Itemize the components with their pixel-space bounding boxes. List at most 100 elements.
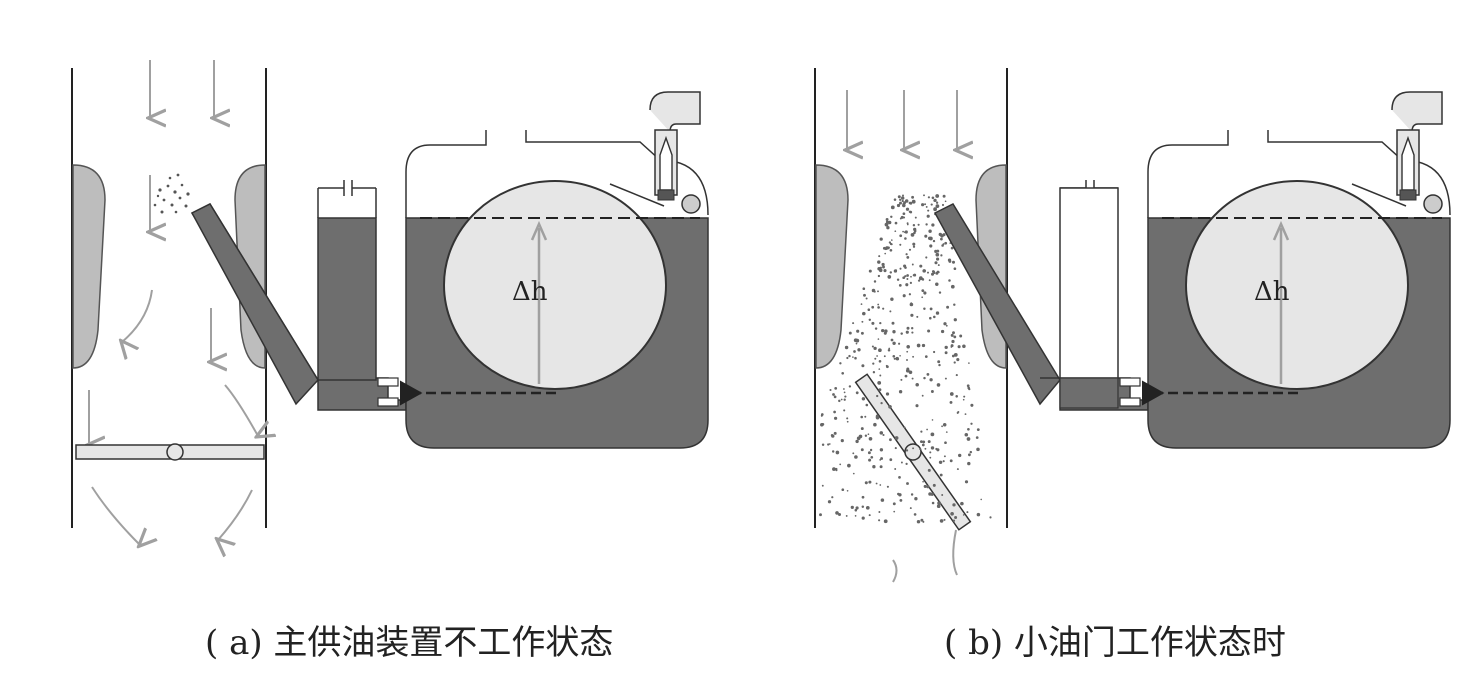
mist-droplet xyxy=(860,427,864,431)
throttle-shaft xyxy=(166,443,184,461)
mist-droplet xyxy=(923,307,926,311)
mist-droplet xyxy=(931,419,934,421)
spray-dots xyxy=(153,173,190,214)
mist-droplet xyxy=(949,400,953,404)
mist-droplet xyxy=(854,356,857,360)
mist-droplet xyxy=(989,516,992,519)
mist-droplet xyxy=(910,313,914,317)
mist-droplet xyxy=(923,484,927,488)
mist-droplet xyxy=(861,364,865,368)
mist-droplet xyxy=(864,434,868,437)
mist-droplet xyxy=(845,514,848,517)
mist-droplet xyxy=(912,447,915,450)
mist-droplet xyxy=(922,269,926,273)
mist-droplet xyxy=(906,345,910,349)
mist-droplet xyxy=(953,353,958,357)
mist-droplet xyxy=(860,415,863,419)
mist-droplet xyxy=(865,297,868,300)
mist-droplet xyxy=(864,415,867,418)
mist-droplet xyxy=(854,508,858,512)
mist-droplet xyxy=(871,288,876,293)
mist-droplet xyxy=(954,516,958,519)
mist-droplet xyxy=(879,448,884,452)
mist-droplet xyxy=(887,220,892,225)
mist-droplet xyxy=(873,346,877,351)
mist-droplet xyxy=(942,243,945,246)
mist-droplet xyxy=(883,269,887,273)
mist-droplet xyxy=(957,345,961,349)
mist-droplet xyxy=(916,315,919,318)
mist-droplet xyxy=(910,493,914,496)
mist-droplet xyxy=(871,305,875,309)
mist-droplet xyxy=(922,440,926,444)
mist-droplet xyxy=(927,209,930,212)
mist-droplet xyxy=(941,203,945,207)
mist-droplet xyxy=(929,456,932,459)
mist-droplet xyxy=(946,305,950,309)
mist-droplet xyxy=(949,459,953,463)
mist-droplet xyxy=(922,278,925,281)
mist-droplet xyxy=(846,489,849,492)
mist-droplet xyxy=(956,358,960,362)
mist-droplet xyxy=(877,338,880,340)
mist-droplet xyxy=(904,266,907,269)
mist-droplet xyxy=(867,451,871,455)
mist-droplet xyxy=(963,395,966,398)
mist-droplet xyxy=(951,260,956,264)
mist-droplet xyxy=(884,252,887,255)
mist-droplet xyxy=(876,394,879,398)
mist-droplet xyxy=(844,345,849,350)
mist-droplet xyxy=(925,223,928,226)
mist-droplet xyxy=(848,331,852,335)
mist-droplet xyxy=(877,306,880,309)
mist-droplet xyxy=(835,469,838,472)
mist-droplet xyxy=(885,218,889,221)
mist-droplet xyxy=(877,303,880,306)
mist-droplet xyxy=(878,519,881,522)
mist-droplet xyxy=(861,320,864,323)
mist-droplet xyxy=(888,438,892,442)
mist-droplet xyxy=(868,436,873,441)
mist-droplet xyxy=(911,331,914,334)
mist-droplet xyxy=(838,399,841,403)
mist-droplet xyxy=(884,247,888,251)
mist-droplet xyxy=(924,447,927,450)
mist-droplet xyxy=(966,511,969,514)
mist-droplet xyxy=(904,374,908,378)
mist-droplet xyxy=(956,468,959,471)
mist-droplet xyxy=(832,467,836,471)
airflow-arrows xyxy=(89,60,258,545)
mist-droplet xyxy=(886,226,890,230)
mist-droplet xyxy=(906,482,909,485)
mist-droplet xyxy=(911,327,914,330)
mist-droplet xyxy=(883,331,887,335)
mist-droplet xyxy=(967,461,971,466)
mist-droplet xyxy=(868,458,872,462)
mist-droplet xyxy=(884,222,889,227)
mist-droplet xyxy=(887,246,890,249)
mist-droplet xyxy=(821,484,824,487)
mist-droplet xyxy=(852,452,855,455)
mist-droplet xyxy=(867,308,871,311)
mist-droplet xyxy=(950,246,954,250)
mist-droplet xyxy=(855,506,859,510)
mist-droplet xyxy=(899,243,902,246)
mist-droplet xyxy=(948,279,951,282)
mist-droplet xyxy=(927,440,931,444)
mist-droplet xyxy=(955,395,958,398)
mist-droplet xyxy=(862,311,866,316)
mist-droplet xyxy=(964,433,969,437)
mist-droplet xyxy=(926,373,930,376)
mist-droplet xyxy=(933,315,936,319)
mist-droplet xyxy=(855,338,859,343)
mist-droplet xyxy=(833,410,836,414)
mist-droplet xyxy=(900,196,905,200)
throttle-plate xyxy=(854,373,972,531)
mist-droplet xyxy=(909,302,914,307)
mist-droplet xyxy=(970,422,973,425)
mist-droplet xyxy=(944,441,947,445)
mist-droplet xyxy=(879,374,882,377)
mist-droplet xyxy=(902,212,906,216)
mist-droplet xyxy=(908,293,912,296)
mist-droplet xyxy=(860,303,863,305)
